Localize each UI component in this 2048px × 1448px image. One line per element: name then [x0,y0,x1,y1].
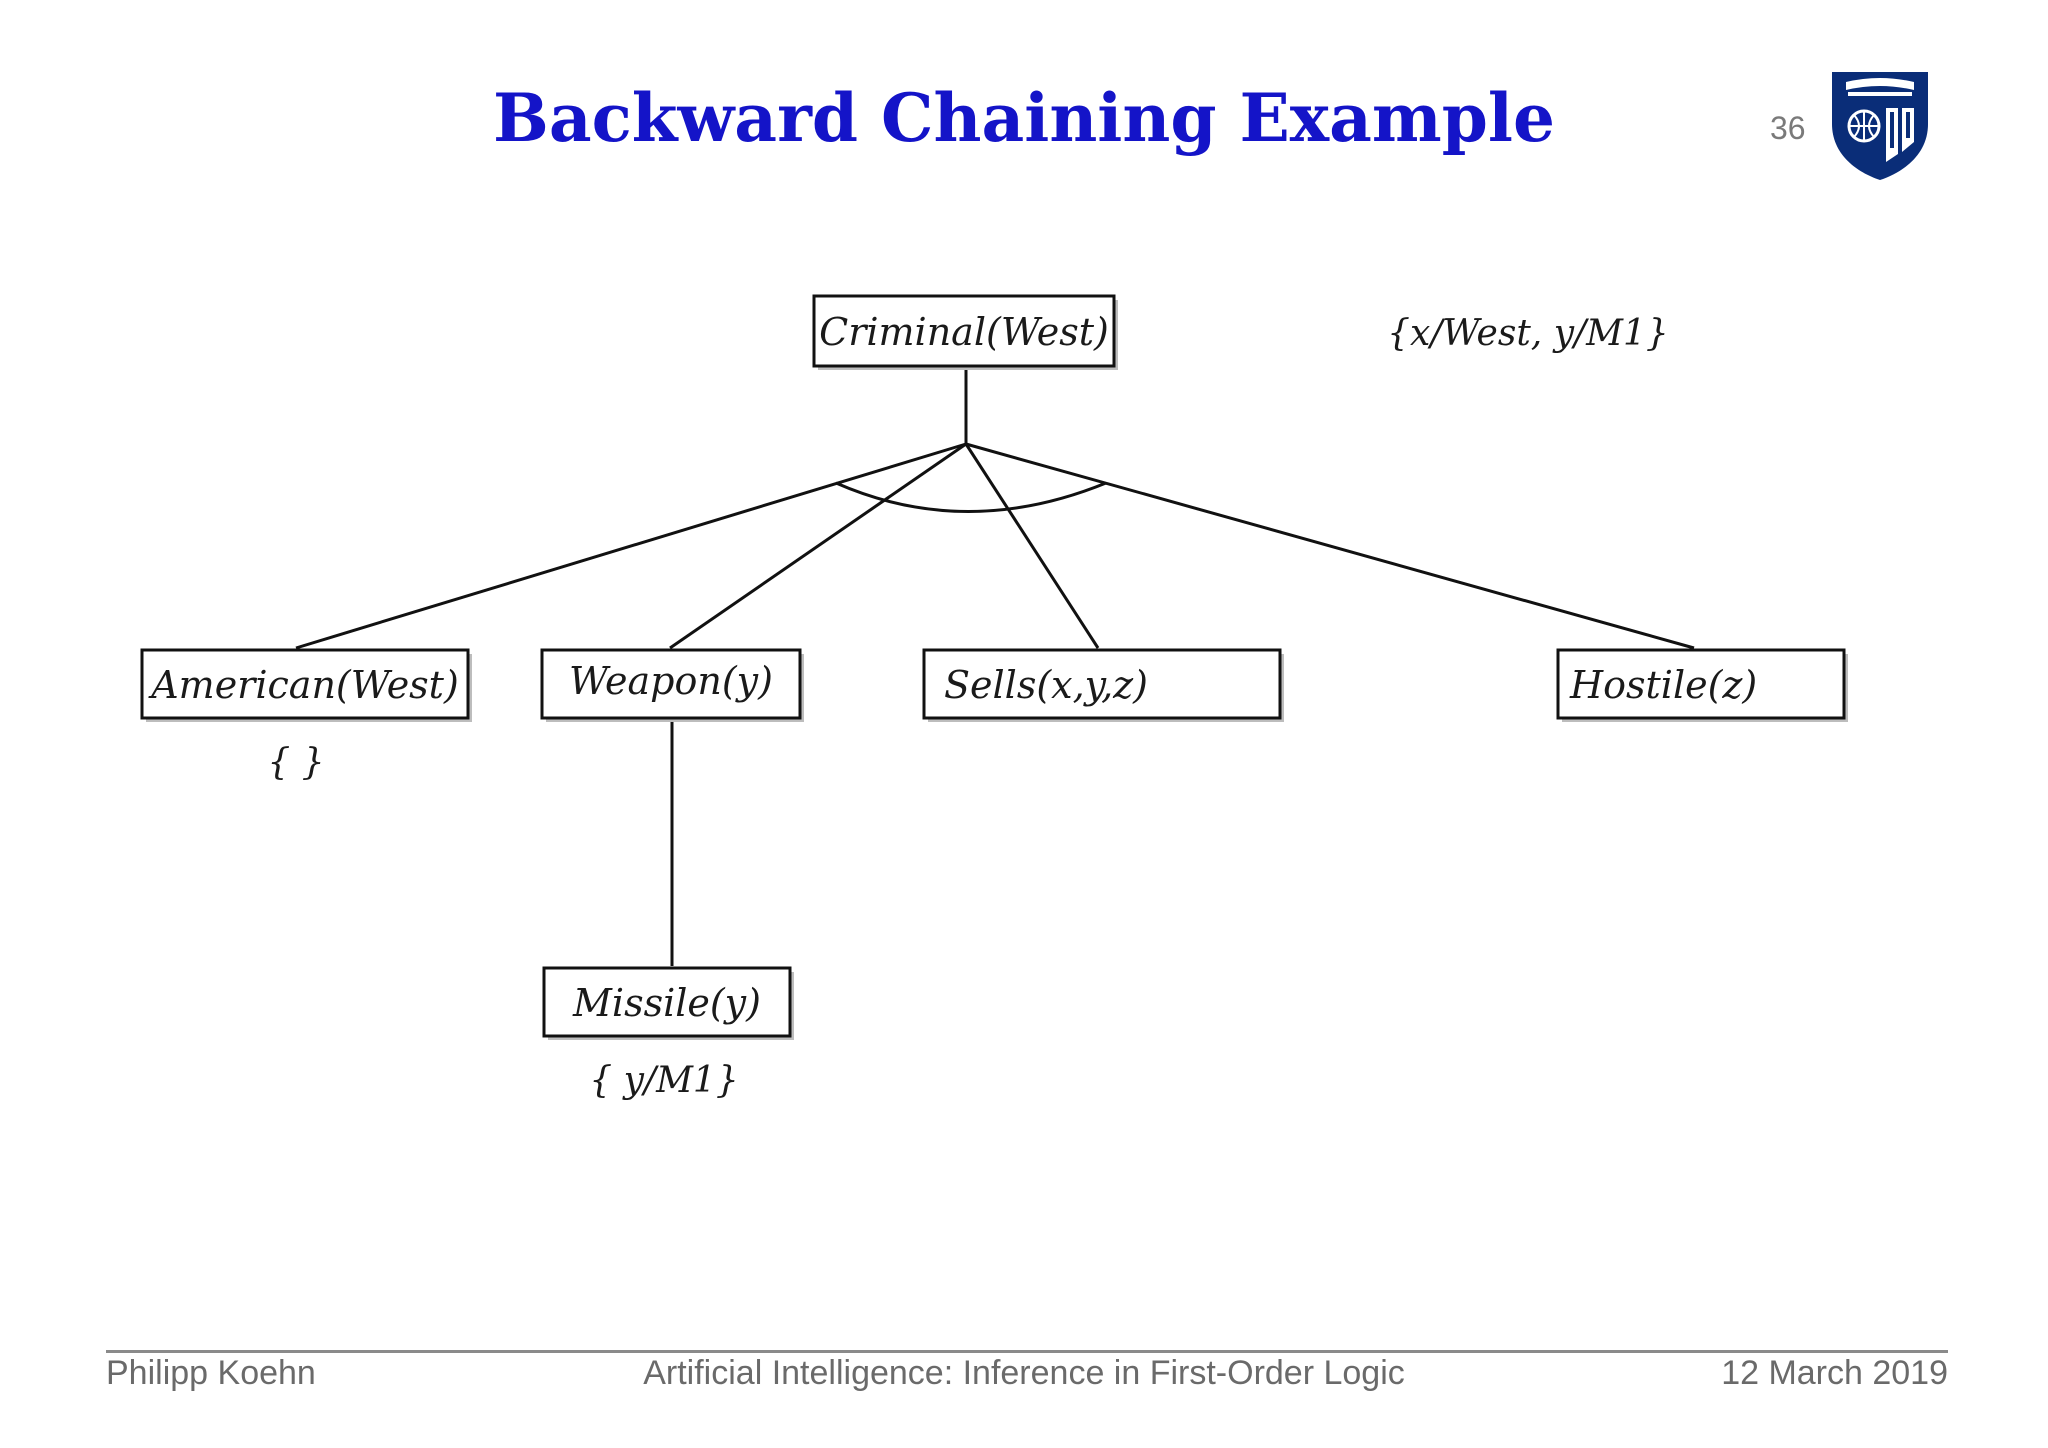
edge-root-hostile [965,442,1695,650]
node-criminal-west: Criminal(West) [812,294,1118,370]
node-missile-y: Missile(y) [542,966,794,1040]
missile-substitution: { y/M1} [589,1060,738,1101]
node-weapon-y: Weapon(y) [540,648,804,722]
node-american-west: American(West) [140,648,472,722]
node-label: Weapon(y) [569,659,773,703]
node-label: Hostile(z) [1569,663,1757,707]
root-substitution: {x/West, y/M1} [1387,313,1669,354]
american-substitution: { } [267,742,324,783]
node-label: American(West) [148,663,459,707]
and-arc [835,481,1107,513]
edge-root-sells [964,443,1100,649]
slide-title: Backward Chaining Example [493,79,1555,157]
footer-date: 12 March 2019 [1721,1354,1948,1392]
edge-root-weapon [669,442,967,650]
node-sells-xyz: Sells(x,y,z) [922,648,1284,722]
university-shield-logo [1832,72,1928,180]
page-number: 36 [1770,110,1806,146]
node-label: Missile(y) [572,981,761,1025]
edge-root-american [295,442,967,650]
footer-course: Artificial Intelligence: Inference in Fi… [643,1354,1405,1392]
node-hostile-z: Hostile(z) [1556,648,1848,722]
footer-divider [106,1350,1948,1353]
footer-author: Philipp Koehn [106,1354,316,1392]
node-label: Criminal(West) [819,310,1109,354]
node-label: Sells(x,y,z) [944,663,1148,707]
